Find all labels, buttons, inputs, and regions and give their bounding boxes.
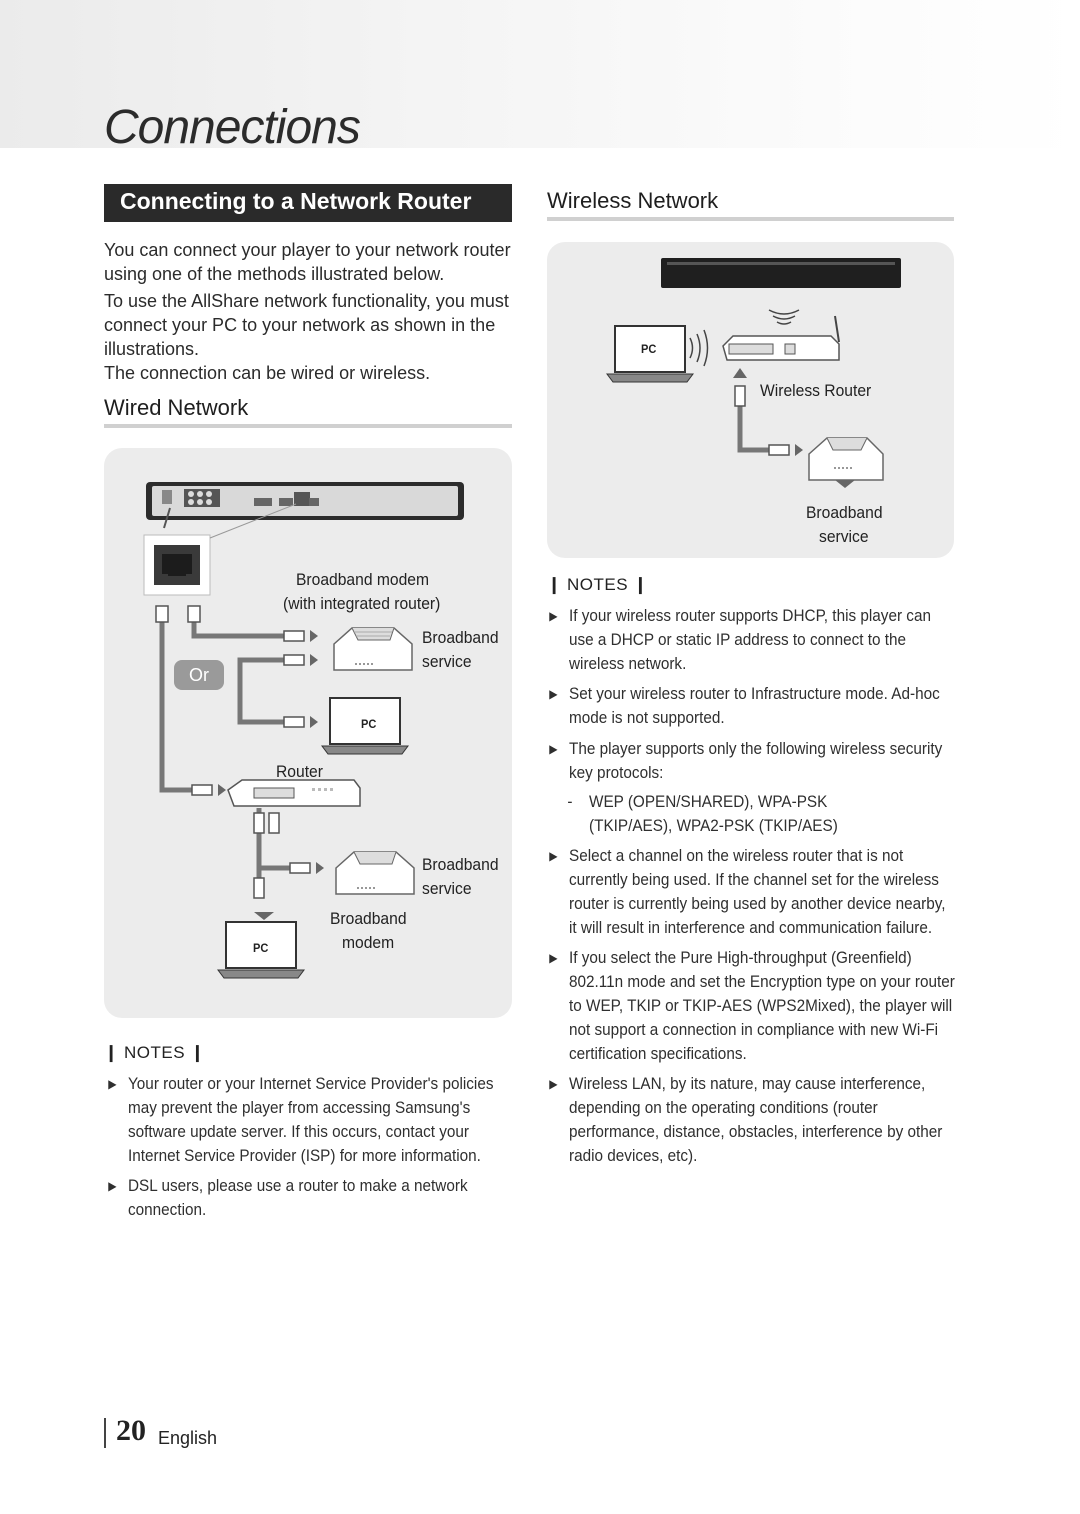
label-broadband-2: Broadband	[422, 855, 499, 874]
label-service: service	[819, 527, 869, 546]
wireless-sub-note: -WEP (OPEN/SHARED), WPA-PSK (TKIP/AES), …	[567, 792, 838, 835]
wireless-plugs	[734, 385, 790, 456]
label-router: Router	[276, 762, 323, 781]
bullet-triangle-icon: ▶	[549, 1077, 558, 1091]
player-front	[661, 258, 901, 288]
wireless-note-3: ▶The player supports only the following …	[549, 739, 943, 782]
wifi-waves-icon	[689, 309, 800, 367]
arrows	[218, 630, 324, 920]
label-pc: PC	[641, 342, 657, 356]
label-broadband-modem-line1: Broadband	[330, 909, 407, 928]
label-pc-1: PC	[361, 717, 377, 731]
label-pc-2: PC	[253, 941, 269, 955]
label-wireless-router: Wireless Router	[760, 381, 872, 400]
modem-device-bottom	[335, 851, 415, 895]
bullet-triangle-icon: ▶	[549, 687, 558, 701]
or-badge: Or	[174, 660, 224, 690]
wireless-note-6: ▶Wireless LAN, by its nature, may cause …	[549, 1074, 943, 1165]
bullet-triangle-icon: ▶	[549, 609, 558, 623]
label-broadband-modem: Broadband modem	[296, 570, 430, 589]
label-broadband: Broadband	[806, 503, 883, 522]
modem-device-top	[333, 627, 413, 671]
wired-cables	[159, 620, 294, 878]
wired-heading-rule	[104, 424, 512, 428]
label-broadband-modem-line2: modem	[342, 933, 395, 952]
cable-plugs	[155, 605, 311, 899]
page-number: 20	[116, 1414, 146, 1447]
wired-network-heading: Wired Network	[104, 395, 249, 420]
lan-jack-zoom	[143, 503, 297, 596]
bullet-triangle-icon: ▶	[549, 742, 558, 756]
intro-paragraph-1: You can connect your player to your netw…	[104, 240, 511, 284]
bullet-triangle-icon: ▶	[549, 849, 558, 863]
wireless-note-2: ▶Set your wireless router to Infrastruct…	[549, 684, 940, 727]
player-rear-panel	[146, 482, 464, 520]
chapter-title: Connections	[104, 101, 361, 154]
header-band	[0, 0, 1080, 148]
wireless-note-1: ▶If your wireless router supports DHCP, …	[549, 606, 931, 673]
bullet-triangle-icon: ▶	[108, 1077, 117, 1091]
wireless-cables	[737, 402, 769, 453]
wired-notes-label: ❙ NOTES ❙	[104, 1043, 205, 1062]
router-device	[227, 779, 361, 807]
page-language: English	[158, 1428, 218, 1448]
wireless-diagram-panel	[547, 242, 954, 558]
broadband-modem-device	[808, 437, 884, 481]
laptop-pc	[606, 325, 694, 383]
wired-note-1: ▶Your router or your Internet Service Pr…	[108, 1074, 494, 1165]
intro-paragraph-3: The connection can be wired or wireless.	[104, 363, 431, 383]
section-title: Connecting to a Network Router	[104, 184, 512, 222]
label-integrated-router: (with integrated router)	[283, 594, 441, 613]
wireless-network-heading: Wireless Network	[547, 188, 719, 213]
wireless-diagram	[606, 258, 901, 488]
wireless-arrows	[733, 368, 855, 488]
wired-diagram	[143, 482, 464, 979]
intro-paragraph-2: To use the AllShare network functionalit…	[104, 291, 509, 359]
wireless-notes-label: ❙ NOTES ❙	[547, 575, 648, 594]
label-broadband-1: Broadband	[422, 628, 499, 647]
label-service-1: service	[422, 652, 472, 671]
wireless-heading-rule	[547, 217, 954, 221]
bullet-triangle-icon: ▶	[549, 951, 558, 965]
footer-divider	[104, 1418, 106, 1448]
laptop-pc-bottom	[217, 921, 305, 979]
wireless-note-5: ▶If you select the Pure High-throughput …	[549, 948, 955, 1063]
laptop-pc-middle	[321, 697, 409, 755]
bullet-triangle-icon: ▶	[108, 1179, 117, 1193]
wireless-router-device	[722, 315, 840, 361]
wireless-note-4: ▶Select a channel on the wireless router…	[549, 846, 946, 937]
wired-note-2: ▶DSL users, please use a router to make …	[108, 1176, 468, 1219]
label-service-2: service	[422, 879, 472, 898]
